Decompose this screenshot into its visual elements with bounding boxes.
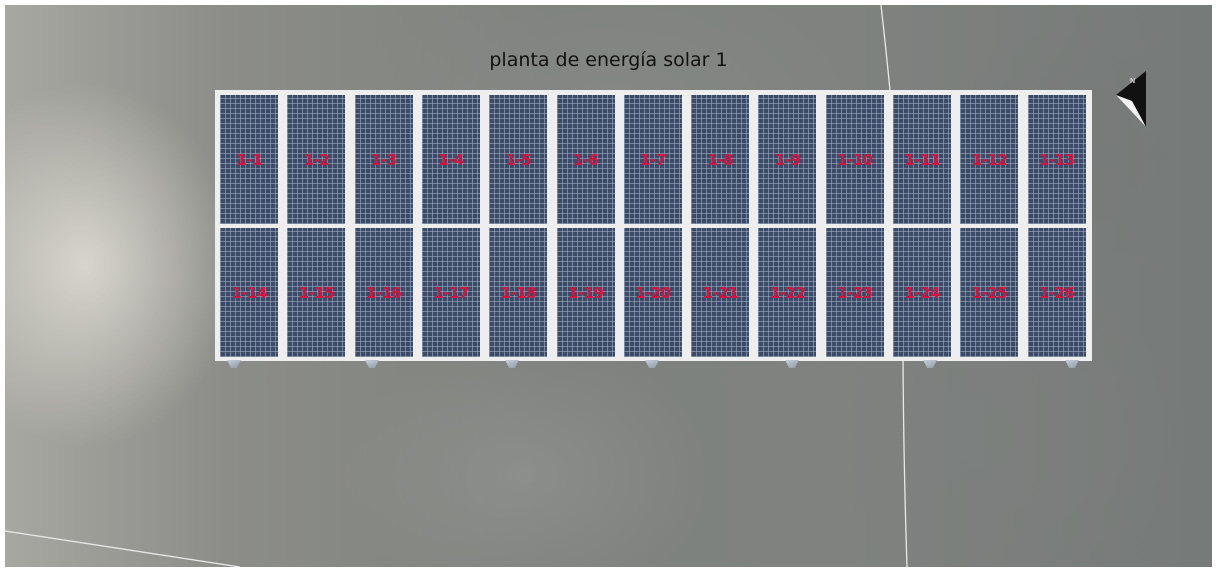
solar-panel[interactable]: 1-17 bbox=[421, 228, 480, 357]
solar-panel[interactable]: 1-10 bbox=[825, 95, 884, 224]
panel-support-leg bbox=[1065, 360, 1079, 368]
solar-panel[interactable]: 1-3 bbox=[354, 95, 413, 224]
north-arrow-icon: N bbox=[1116, 71, 1146, 127]
panel-label: 1-5 bbox=[505, 150, 531, 169]
solar-panel[interactable]: 1-4 bbox=[421, 95, 480, 224]
panel-label: 1-16 bbox=[365, 283, 402, 302]
solar-panel[interactable]: 1-11 bbox=[893, 95, 951, 224]
panel-label: 1-6 bbox=[572, 150, 599, 169]
panel-label: 1-25 bbox=[971, 283, 1008, 302]
solar-panel[interactable]: 1-9 bbox=[758, 95, 817, 224]
panel-label: 1-7 bbox=[639, 150, 666, 169]
panel-label: 1-24 bbox=[904, 283, 940, 302]
solar-panel[interactable]: 1-23 bbox=[825, 228, 884, 357]
solar-panel[interactable]: 1-8 bbox=[691, 95, 750, 224]
solar-panel[interactable]: 1-26 bbox=[1027, 228, 1086, 357]
panel-label: 1-26 bbox=[1038, 283, 1075, 302]
solar-panel[interactable]: 1-13 bbox=[1027, 95, 1086, 224]
solar-panel[interactable]: 1-24 bbox=[893, 228, 951, 357]
panel-label: 1-12 bbox=[971, 150, 1008, 169]
panel-label: 1-18 bbox=[500, 283, 536, 302]
panel-label: 1-23 bbox=[836, 283, 873, 302]
solar-panel[interactable]: 1-6 bbox=[556, 95, 615, 224]
map-title: planta de energía solar 1 bbox=[489, 49, 728, 71]
panel-support-leg bbox=[227, 360, 241, 368]
solar-panel[interactable]: 1-12 bbox=[960, 95, 1019, 224]
solar-panel[interactable]: 1-21 bbox=[691, 228, 750, 357]
solar-panel[interactable]: 1-1 bbox=[220, 95, 278, 224]
panel-support-leg bbox=[785, 360, 799, 368]
panel-label: 1-13 bbox=[1038, 150, 1075, 169]
panel-label: 1-8 bbox=[707, 150, 733, 169]
panel-label: 1-20 bbox=[635, 283, 671, 302]
panel-support-leg bbox=[365, 360, 379, 368]
panel-label: 1-4 bbox=[438, 150, 464, 169]
panel-label: 1-21 bbox=[702, 283, 738, 302]
panel-label: 1-17 bbox=[433, 283, 469, 302]
panel-label: 1-19 bbox=[567, 283, 604, 302]
solar-panel[interactable]: 1-20 bbox=[623, 228, 682, 357]
solar-panel[interactable]: 1-19 bbox=[556, 228, 615, 357]
satellite-map[interactable]: planta de energía solar 1 1-1 1-2 1-3 1-4 1-… bbox=[5, 5, 1212, 567]
north-label: N bbox=[1130, 77, 1135, 85]
solar-panel[interactable]: 1-18 bbox=[489, 228, 548, 357]
solar-panel[interactable]: 1-22 bbox=[758, 228, 817, 357]
panel-support-leg bbox=[645, 360, 659, 368]
panel-label: 1-1 bbox=[236, 150, 262, 169]
road-line-diagonal bbox=[5, 530, 241, 567]
panel-support-leg bbox=[505, 360, 519, 368]
solar-panel[interactable]: 1-14 bbox=[220, 228, 278, 357]
solar-panel[interactable]: 1-5 bbox=[489, 95, 548, 224]
solar-panel[interactable]: 1-2 bbox=[287, 95, 346, 224]
solar-panel[interactable]: 1-7 bbox=[623, 95, 682, 224]
panel-label: 1-22 bbox=[769, 283, 806, 302]
panel-label: 1-14 bbox=[231, 283, 267, 302]
panel-support-leg bbox=[923, 360, 937, 368]
solar-panel[interactable]: 1-15 bbox=[287, 228, 346, 357]
panel-label: 1-15 bbox=[298, 283, 335, 302]
panel-label: 1-2 bbox=[303, 150, 330, 169]
solar-panel[interactable]: 1-25 bbox=[960, 228, 1019, 357]
panel-label: 1-9 bbox=[774, 150, 801, 169]
solar-panel[interactable]: 1-16 bbox=[354, 228, 413, 357]
panel-label: 1-11 bbox=[904, 150, 940, 169]
panel-label: 1-10 bbox=[836, 150, 873, 169]
panel-label: 1-3 bbox=[370, 150, 397, 169]
